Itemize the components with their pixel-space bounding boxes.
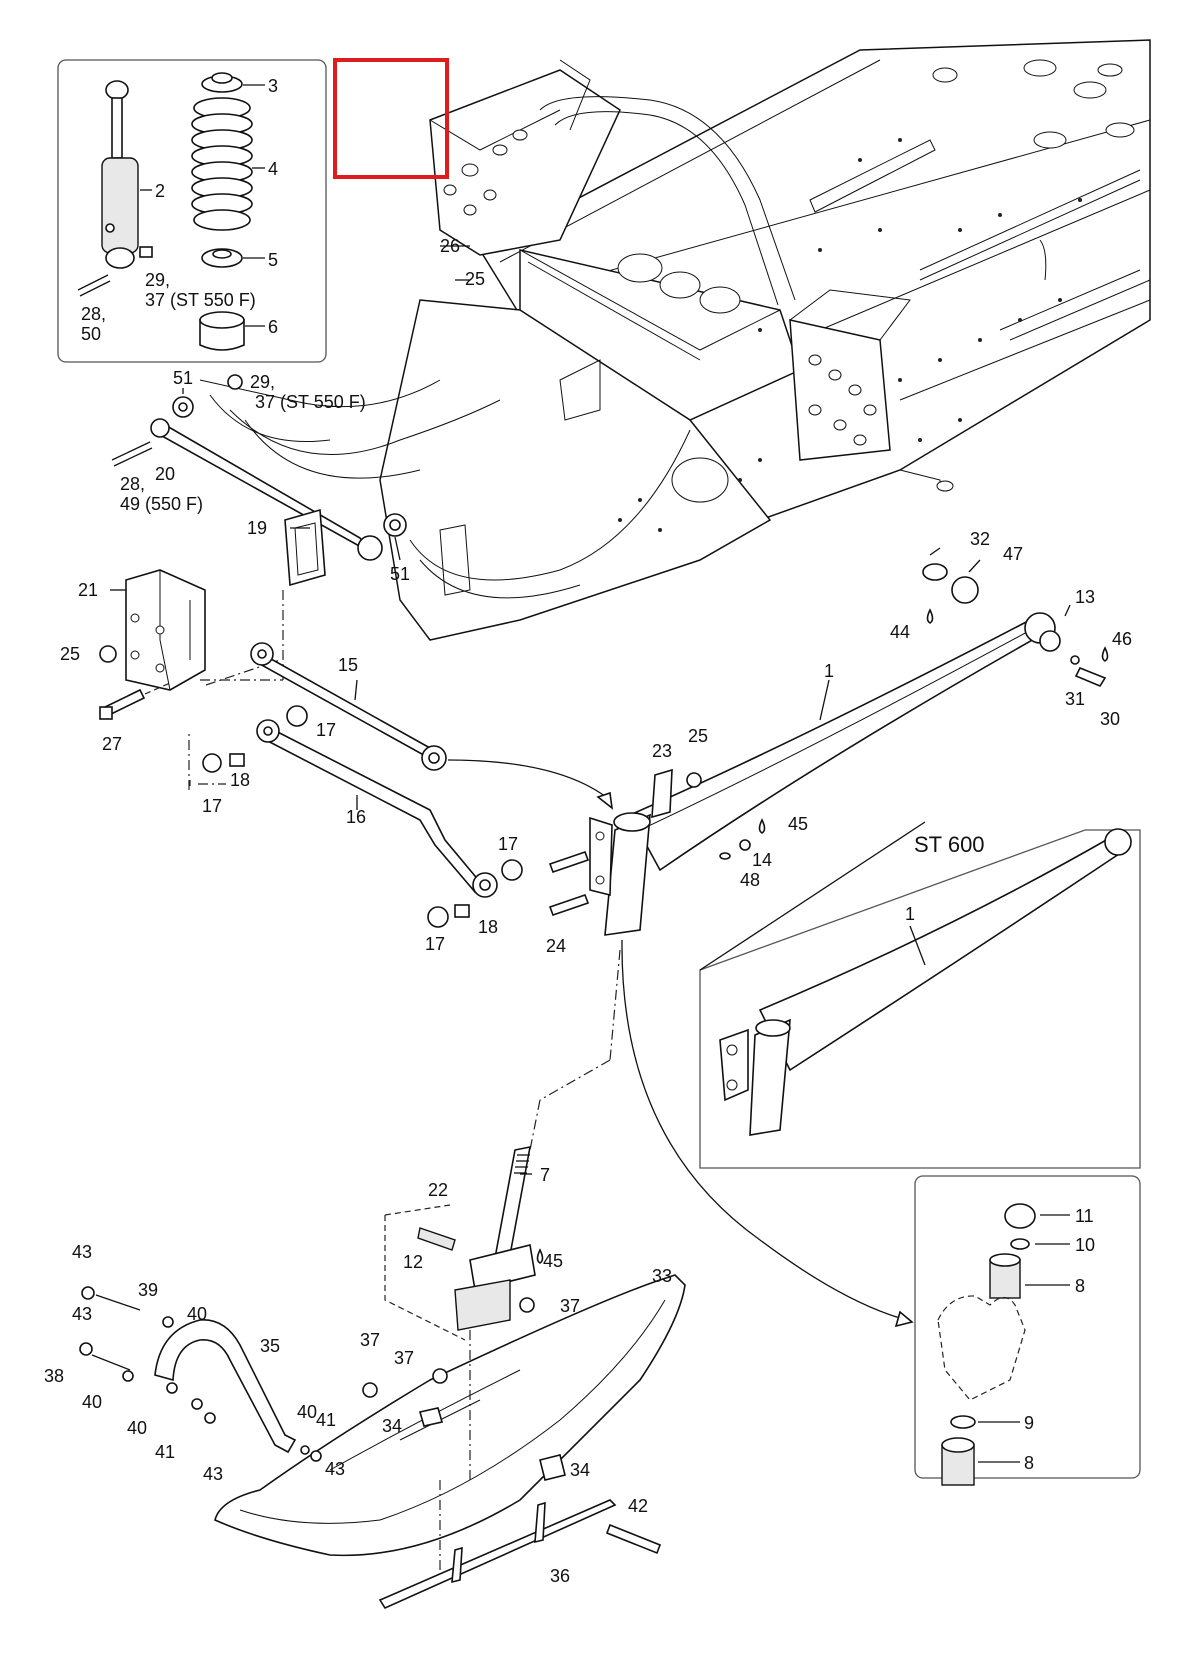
label-48: 48 (740, 870, 760, 890)
label-1b: 1 (905, 904, 915, 924)
label-41b: 41 (316, 1410, 336, 1430)
label-22: 22 (428, 1180, 448, 1200)
label-12: 12 (403, 1252, 423, 1272)
label-26: 26 (440, 236, 460, 256)
coil-spring (191, 97, 253, 231)
label-40c: 40 (127, 1418, 147, 1438)
st600-title: ST 600 (914, 832, 985, 857)
label-46: 46 (1112, 629, 1132, 649)
label-43a: 43 (72, 1242, 92, 1262)
bushing-inset (914, 1175, 1141, 1486)
shock-inset (57, 59, 327, 363)
label-23: 23 (652, 741, 672, 761)
label-21: 21 (78, 580, 98, 600)
label-32: 32 (970, 529, 990, 549)
label-40d: 40 (297, 1402, 317, 1422)
label-31: 31 (1065, 689, 1085, 709)
label-40b: 40 (82, 1392, 102, 1412)
label-29a: 29, (145, 270, 170, 290)
label-14: 14 (752, 850, 772, 870)
label-25a: 25 (465, 269, 485, 289)
label-30: 30 (1100, 709, 1120, 729)
highlight-box (333, 58, 449, 179)
label-43b: 43 (72, 1304, 92, 1324)
part-labels: 3 4 5 6 2 28, 50 29, 37 (ST 550 F) 26 25… (44, 76, 1132, 1586)
spindle-7 (384, 949, 621, 1341)
detail-arrow (621, 939, 901, 1319)
upper-arm-assembly (111, 374, 407, 681)
chassis-frame (199, 39, 1151, 641)
leader-lines (110, 245, 1071, 1175)
label-20: 20 (155, 464, 175, 484)
label-43d: 43 (325, 1459, 345, 1479)
label-18b: 18 (478, 917, 498, 937)
label-15: 15 (338, 655, 358, 675)
label-8b: 8 (1024, 1453, 1034, 1473)
label-51b: 51 (390, 564, 410, 584)
label-25b: 25 (60, 644, 80, 664)
label-5: 5 (268, 250, 278, 270)
label-7: 7 (540, 1165, 550, 1185)
label-40a: 40 (187, 1304, 207, 1324)
label-2: 2 (155, 181, 165, 201)
st600-inset (699, 821, 1141, 1169)
label-42: 42 (628, 1496, 648, 1516)
label-43c: 43 (203, 1464, 223, 1484)
label-36: 36 (550, 1566, 570, 1586)
label-13: 13 (1075, 587, 1095, 607)
label-6: 6 (268, 317, 278, 337)
label-8a: 8 (1075, 1276, 1085, 1296)
label-17d: 17 (425, 934, 445, 954)
ski-33 (214, 1274, 686, 1610)
label-34a: 34 (382, 1416, 402, 1436)
label-17c: 17 (498, 834, 518, 854)
label-3: 3 (268, 76, 278, 96)
label-45a: 45 (788, 814, 808, 834)
label-25c: 25 (688, 726, 708, 746)
label-45b: 45 (543, 1251, 563, 1271)
label-37d: 37 (394, 1348, 414, 1368)
radius-rod-15 (250, 642, 447, 771)
label-18a: 18 (230, 770, 250, 790)
label-35: 35 (260, 1336, 280, 1356)
label-38: 38 (44, 1366, 64, 1386)
label-19: 19 (247, 518, 267, 538)
label-9: 9 (1024, 1413, 1034, 1433)
label-37b: 37 (ST 550 F) (255, 392, 366, 412)
label-33: 33 (652, 1266, 672, 1286)
label-10: 10 (1075, 1235, 1095, 1255)
label-44: 44 (890, 622, 910, 642)
bracket-21 (99, 569, 281, 720)
label-51a: 51 (173, 368, 193, 388)
label-1a: 1 (824, 661, 834, 681)
label-17b: 17 (202, 796, 222, 816)
label-47: 47 (1003, 544, 1023, 564)
label-11: 11 (1075, 1206, 1094, 1226)
label-37c: 37 (360, 1330, 380, 1350)
label-41a: 41 (155, 1442, 175, 1462)
label-34b: 34 (570, 1460, 590, 1480)
label-29c: 29, (250, 372, 275, 392)
label-28c: 28, (120, 474, 145, 494)
radius-rod-16 (188, 705, 523, 928)
label-28a: 28, (81, 304, 106, 324)
label-17a: 17 (316, 720, 336, 740)
label-37e: 37 (560, 1296, 580, 1316)
label-27: 27 (102, 734, 122, 754)
label-37a: 37 (ST 550 F) (145, 290, 256, 310)
label-24: 24 (546, 936, 566, 956)
label-49: 49 (550 F) (120, 494, 203, 514)
front-arm-1 (447, 563, 1109, 1264)
label-50: 50 (81, 324, 101, 344)
ski-handle-35 (79, 1286, 322, 1462)
label-39: 39 (138, 1280, 158, 1300)
label-4: 4 (268, 159, 278, 179)
label-16: 16 (346, 807, 366, 827)
